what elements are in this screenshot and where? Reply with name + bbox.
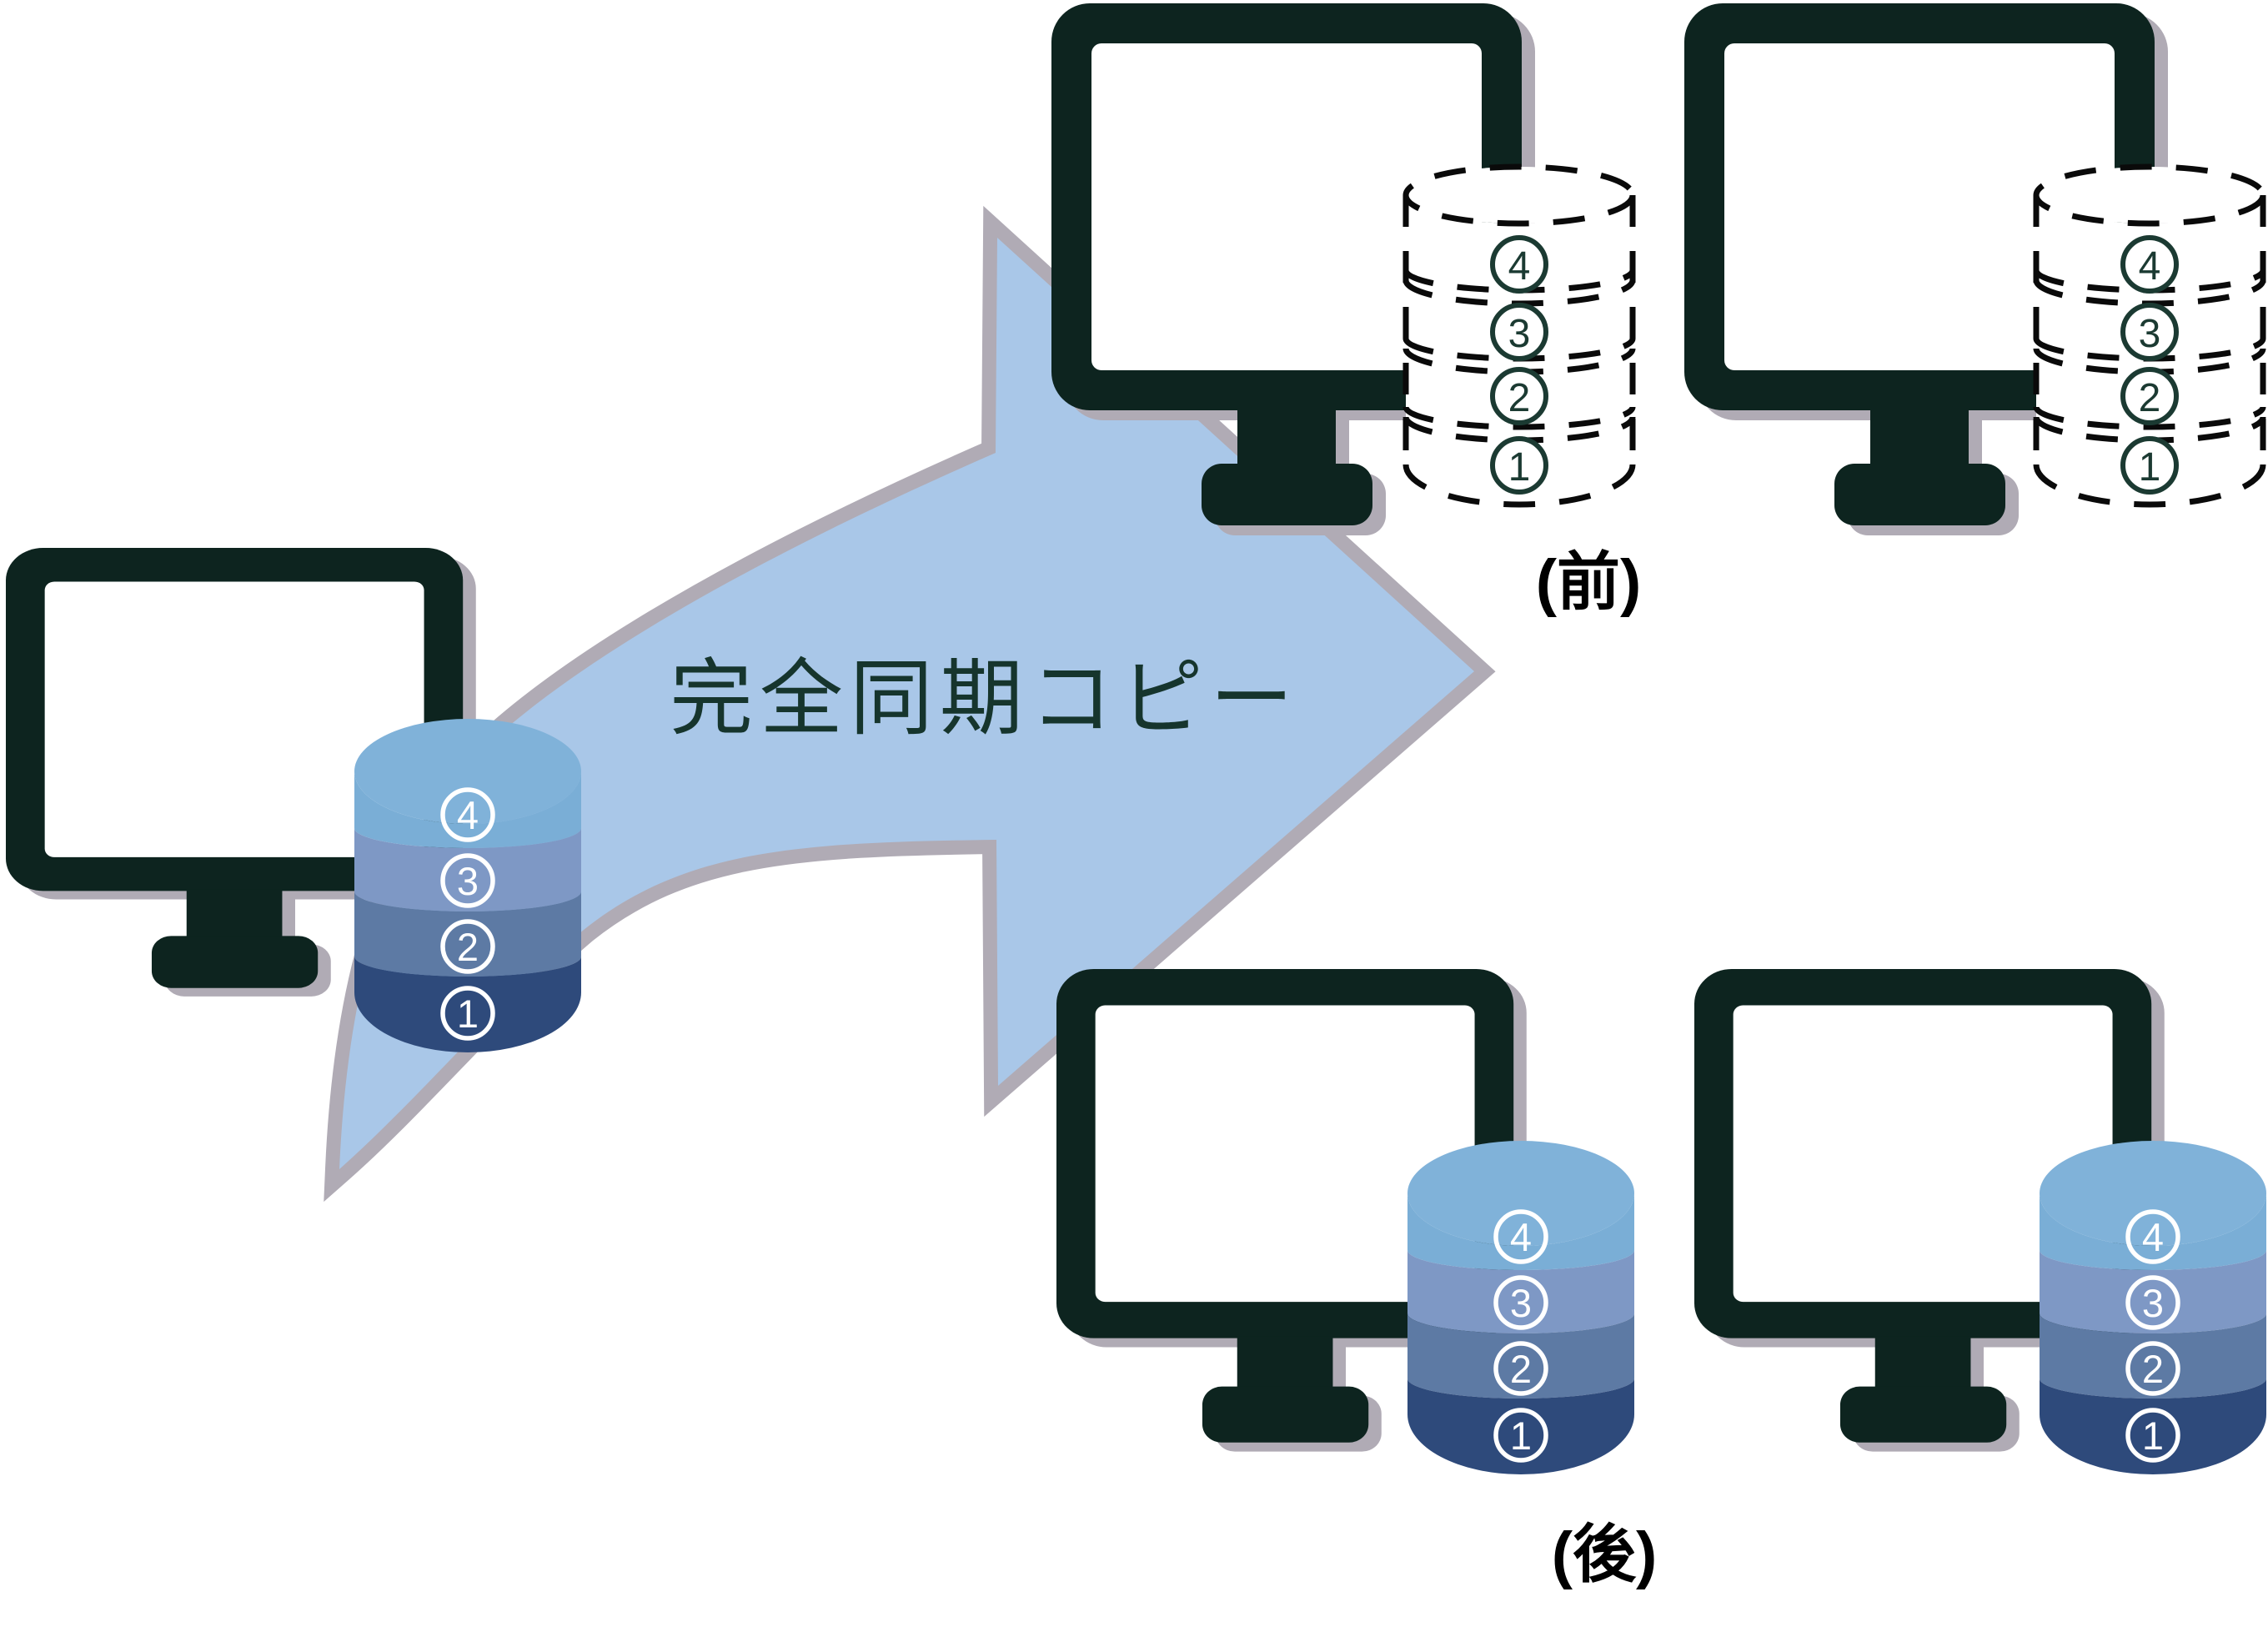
database-after-1 bbox=[1407, 1141, 1634, 1474]
database-source bbox=[354, 719, 581, 1052]
monitor-source bbox=[6, 548, 476, 997]
database-after-2 bbox=[2040, 1141, 2266, 1474]
database-before-1 bbox=[1406, 167, 1633, 505]
label-before: (前) bbox=[1536, 547, 1642, 618]
monitor-screen bbox=[1095, 1005, 1475, 1303]
arrow-body bbox=[339, 238, 1474, 1169]
monitor-screen bbox=[1724, 43, 2115, 370]
monitor-before-1 bbox=[1051, 3, 1535, 535]
monitor-screen bbox=[1091, 43, 1482, 370]
label-after: (後) bbox=[1552, 1519, 1658, 1590]
monitor-screen bbox=[44, 581, 424, 857]
monitor-after-1 bbox=[1056, 969, 1527, 1452]
arrow-label: 完全同期コピー bbox=[670, 653, 1300, 746]
monitor-before-2 bbox=[1684, 3, 2168, 535]
database-before-2 bbox=[2036, 167, 2263, 505]
monitor-screen bbox=[1733, 1005, 2113, 1303]
monitor-after-2 bbox=[1694, 969, 2165, 1452]
